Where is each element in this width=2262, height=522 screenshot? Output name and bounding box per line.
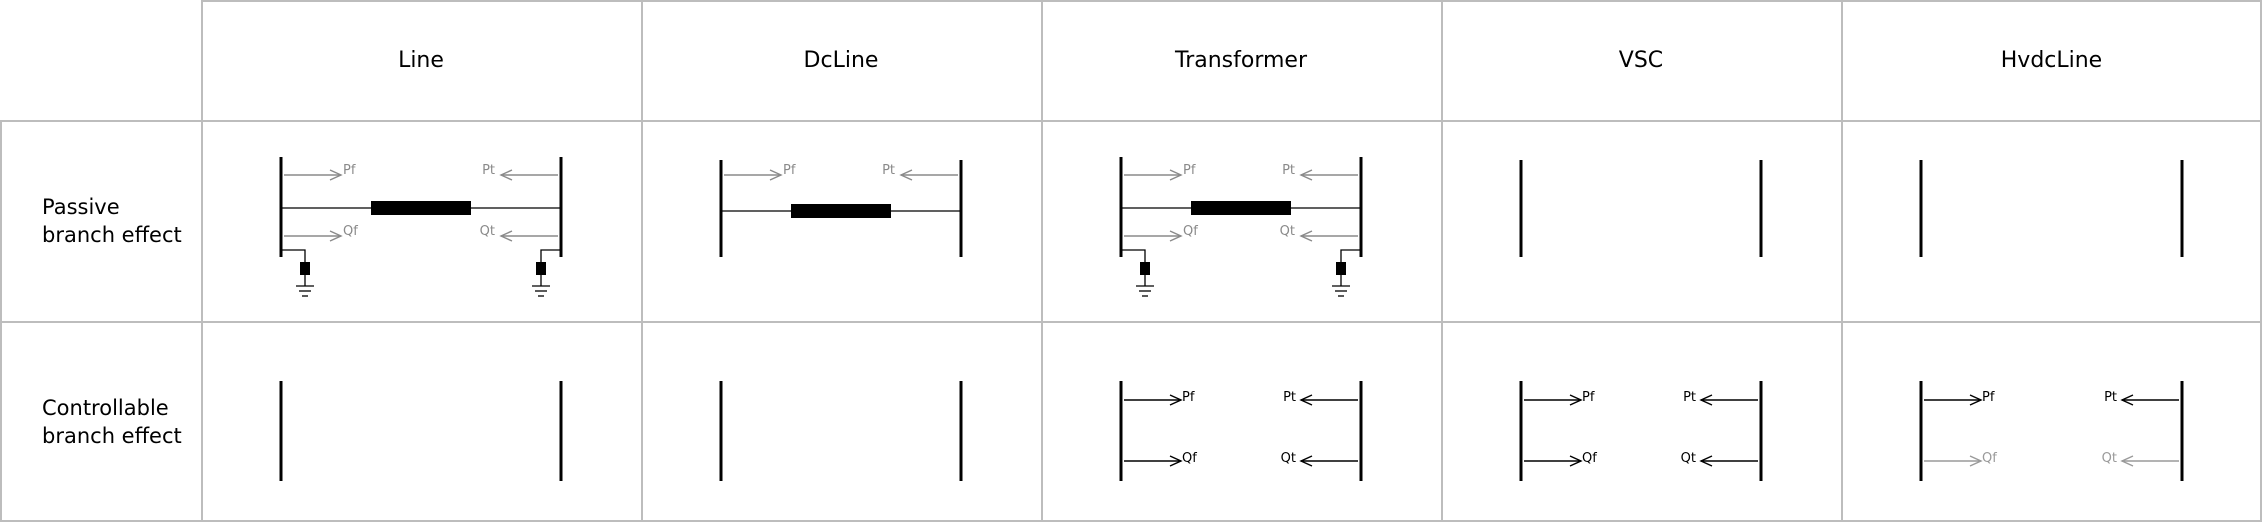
grid-line-col-1 bbox=[641, 0, 643, 522]
row-label-controllable-line1: Controllable bbox=[42, 395, 169, 420]
row-label-passive-line2: branch effect bbox=[42, 222, 182, 247]
qf-label: Qf bbox=[343, 224, 358, 239]
column-header-vsc: VSC bbox=[1618, 47, 1664, 73]
qt-label: Qt bbox=[1280, 224, 1295, 239]
shunt-from-impedance bbox=[1140, 262, 1150, 275]
diagram-controllable-dcline bbox=[719, 381, 963, 481]
pt-label: Pt bbox=[1683, 390, 1696, 405]
grid-line-row-1 bbox=[0, 321, 2262, 323]
pf-arrow-head bbox=[329, 169, 343, 181]
row-label-controllable-line2: branch effect bbox=[42, 423, 182, 448]
pf-arrow-head bbox=[769, 169, 783, 181]
diagram-passive-dcline: Pf Pt bbox=[719, 160, 963, 257]
pf-label: Pf bbox=[343, 163, 356, 178]
diagram-passive-hvdcline bbox=[1919, 160, 2184, 257]
pt-arrow-head bbox=[499, 169, 513, 181]
qf-label: Qf bbox=[1982, 451, 1997, 466]
pt-label: Pt bbox=[1283, 390, 1296, 405]
shunt-from-impedance bbox=[300, 262, 310, 275]
row-label-passive: Passive branch effect bbox=[0, 120, 201, 321]
qf-arrow-head bbox=[1569, 455, 1583, 467]
qf-arrow-head bbox=[1169, 230, 1183, 242]
grid-line-col-3 bbox=[1441, 0, 1443, 522]
qf-arrow-head bbox=[1169, 455, 1183, 467]
qt-arrow-head bbox=[1699, 455, 1713, 467]
pf-arrow-head bbox=[1169, 169, 1183, 181]
pf-label: Pf bbox=[1183, 163, 1196, 178]
qf-label: Qf bbox=[1182, 451, 1197, 466]
pt-arrow-head bbox=[899, 169, 913, 181]
pt-label: Pt bbox=[1282, 163, 1295, 178]
series-impedance bbox=[1191, 201, 1291, 215]
qt-label: Qt bbox=[480, 224, 495, 239]
pt-arrow-head bbox=[2120, 394, 2134, 406]
row-label-controllable: Controllable branch effect bbox=[0, 321, 201, 522]
pf-label: Pf bbox=[1582, 390, 1595, 405]
qt-arrow-head bbox=[499, 230, 513, 242]
shunt-from-lead bbox=[281, 249, 306, 262]
qt-arrow-head bbox=[1299, 455, 1313, 467]
pf-arrow-head bbox=[1169, 394, 1183, 406]
column-header-line: Line bbox=[398, 47, 444, 73]
column-header-dcline: DcLine bbox=[803, 47, 879, 73]
shunt-to-lead bbox=[540, 249, 561, 262]
qf-label: Qf bbox=[1582, 451, 1597, 466]
column-header-hvdcline: HvdcLine bbox=[2000, 47, 2103, 73]
grid-line-col-4 bbox=[1841, 0, 1843, 522]
qt-arrow-head bbox=[1299, 230, 1313, 242]
grid-line-col-0 bbox=[201, 0, 203, 522]
shunt-to-impedance bbox=[536, 262, 546, 275]
qt-label: Qt bbox=[1281, 451, 1296, 466]
qt-label: Qt bbox=[2102, 451, 2117, 466]
pf-arrow-head bbox=[1569, 394, 1583, 406]
grid-line-top bbox=[201, 0, 2262, 2]
diagram-controllable-line bbox=[279, 381, 563, 481]
qt-label: Qt bbox=[1681, 451, 1696, 466]
qf-arrow-head bbox=[1969, 455, 1983, 467]
pf-label: Pf bbox=[783, 163, 796, 178]
pt-arrow-head bbox=[1299, 169, 1313, 181]
pf-arrow-head bbox=[1969, 394, 1983, 406]
grid-line-bottom bbox=[0, 520, 2262, 522]
pt-label: Pt bbox=[482, 163, 495, 178]
pt-arrow-head bbox=[1299, 394, 1313, 406]
grid-line-row-0 bbox=[0, 120, 2262, 122]
series-impedance bbox=[371, 201, 471, 215]
shunt-to-lead bbox=[1340, 249, 1361, 262]
column-header-transformer: Transformer bbox=[1174, 47, 1307, 73]
pf-label: Pf bbox=[1982, 390, 1995, 405]
row-label-passive-line1: Passive bbox=[42, 194, 120, 219]
pt-label: Pt bbox=[882, 163, 895, 178]
qt-arrow-head bbox=[2120, 455, 2134, 467]
series-impedance bbox=[791, 204, 891, 218]
pt-label: Pt bbox=[2104, 390, 2117, 405]
diagram-passive-vsc bbox=[1519, 160, 1763, 257]
pt-arrow-head bbox=[1699, 394, 1713, 406]
pf-label: Pf bbox=[1182, 390, 1195, 405]
grid-line-right bbox=[2260, 0, 2262, 522]
grid-line-col-2 bbox=[1041, 0, 1043, 522]
qf-label: Qf bbox=[1183, 224, 1198, 239]
qf-arrow-head bbox=[329, 230, 343, 242]
shunt-to-impedance bbox=[1336, 262, 1346, 275]
shunt-from-lead bbox=[1121, 249, 1146, 262]
